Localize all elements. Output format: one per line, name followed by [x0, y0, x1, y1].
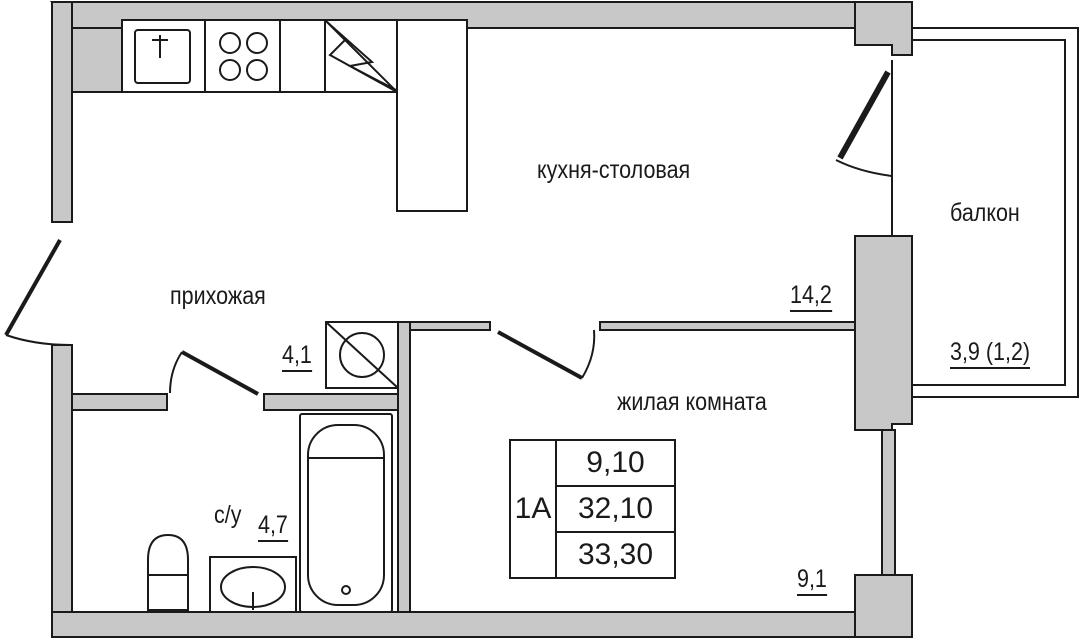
hallway-area: 4,1: [282, 343, 312, 372]
wall-partition-kitchen-room-left: [397, 321, 491, 331]
wall-right-lower: [881, 429, 896, 576]
bathroom-door-leaf: [181, 350, 259, 396]
balcony-door-swing: [835, 159, 893, 177]
fridge-zigzag: [326, 21, 397, 91]
bathroom-fixtures: [147, 413, 393, 613]
wall-kitchen-left-indent: [71, 27, 123, 93]
bathroom-area: 4,7: [258, 513, 288, 542]
balcony-inner-outline: [912, 39, 1066, 386]
balcony-area: 3,9 (1,2): [950, 340, 1031, 369]
walls: [49, 0, 1079, 638]
stove-icon: [219, 32, 268, 81]
apartment-type: 1А: [514, 492, 552, 525]
apartment-info-table: [509, 439, 676, 579]
balcony-outline: [912, 27, 1079, 398]
hallway-name: прихожая: [170, 282, 266, 310]
entrance-door-leaf: [4, 239, 62, 336]
wall-bathroom-top-right: [263, 393, 399, 411]
ventilation-circle: [339, 332, 385, 378]
info-value-1: 9,10: [586, 446, 645, 479]
wall-partition-kitchen-room-right: [599, 321, 856, 331]
wall-top-right-pillar: [854, 1, 913, 56]
bathtub-inner: [307, 424, 385, 606]
doors: [4, 60, 893, 396]
info-value-2: 32,10: [577, 492, 654, 525]
tall-cabinet: [396, 19, 468, 212]
wall-right-pillar: [854, 235, 913, 431]
wall-left-lower: [51, 344, 73, 638]
wall-bathroom-top-left: [71, 393, 168, 411]
info-value-3: 33,30: [577, 538, 654, 571]
sink-icon: [134, 29, 191, 84]
balcony-door-leaf: [837, 70, 891, 160]
wall-bottom-right-pillar: [854, 574, 913, 638]
bathtub-drain: [341, 585, 351, 595]
entrance-door-swing: [5, 334, 71, 346]
kitchen-name: кухня-столовая: [537, 156, 691, 184]
toilet-icon: [147, 533, 189, 611]
kitchen-area: 14,2: [790, 283, 832, 312]
wall-partition-vertical: [397, 321, 411, 613]
bathroom-door-swing: [169, 351, 183, 394]
balcony-name: балкон: [950, 199, 1020, 227]
bathroom-name: с/у: [214, 501, 242, 529]
info-table-border: [509, 439, 676, 579]
living-room-name: жилая комната: [617, 388, 767, 416]
room-door-swing: [581, 329, 596, 379]
wall-bottom: [51, 611, 913, 638]
room-door-leaf: [497, 330, 583, 380]
ventilation-diagonal: [325, 321, 399, 389]
wall-left-upper: [51, 1, 73, 223]
kitchen-fixtures: [121, 19, 468, 389]
living-room-area: 9,1: [797, 567, 827, 596]
